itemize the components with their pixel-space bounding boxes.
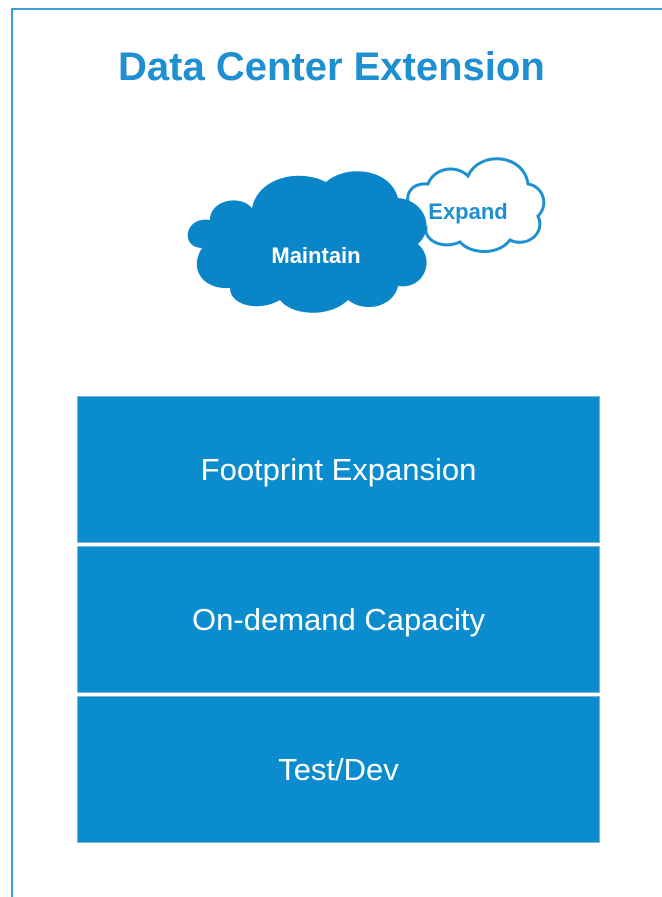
stack-block-on-demand-capacity: On-demand Capacity <box>77 546 600 693</box>
stack-block-footprint-expansion: Footprint Expansion <box>77 396 600 543</box>
capability-stack: Footprint Expansion On-demand Capacity T… <box>77 396 600 843</box>
expand-cloud: Expand <box>406 157 546 253</box>
diagram-title: Data Center Extension <box>118 45 545 89</box>
maintain-label: Maintain <box>271 243 360 268</box>
stack-block-test-dev: Test/Dev <box>77 696 600 843</box>
expand-label: Expand <box>428 199 507 224</box>
clouds-illustration: Expand Maintain <box>187 157 546 313</box>
maintain-cloud: Maintain <box>187 171 427 313</box>
